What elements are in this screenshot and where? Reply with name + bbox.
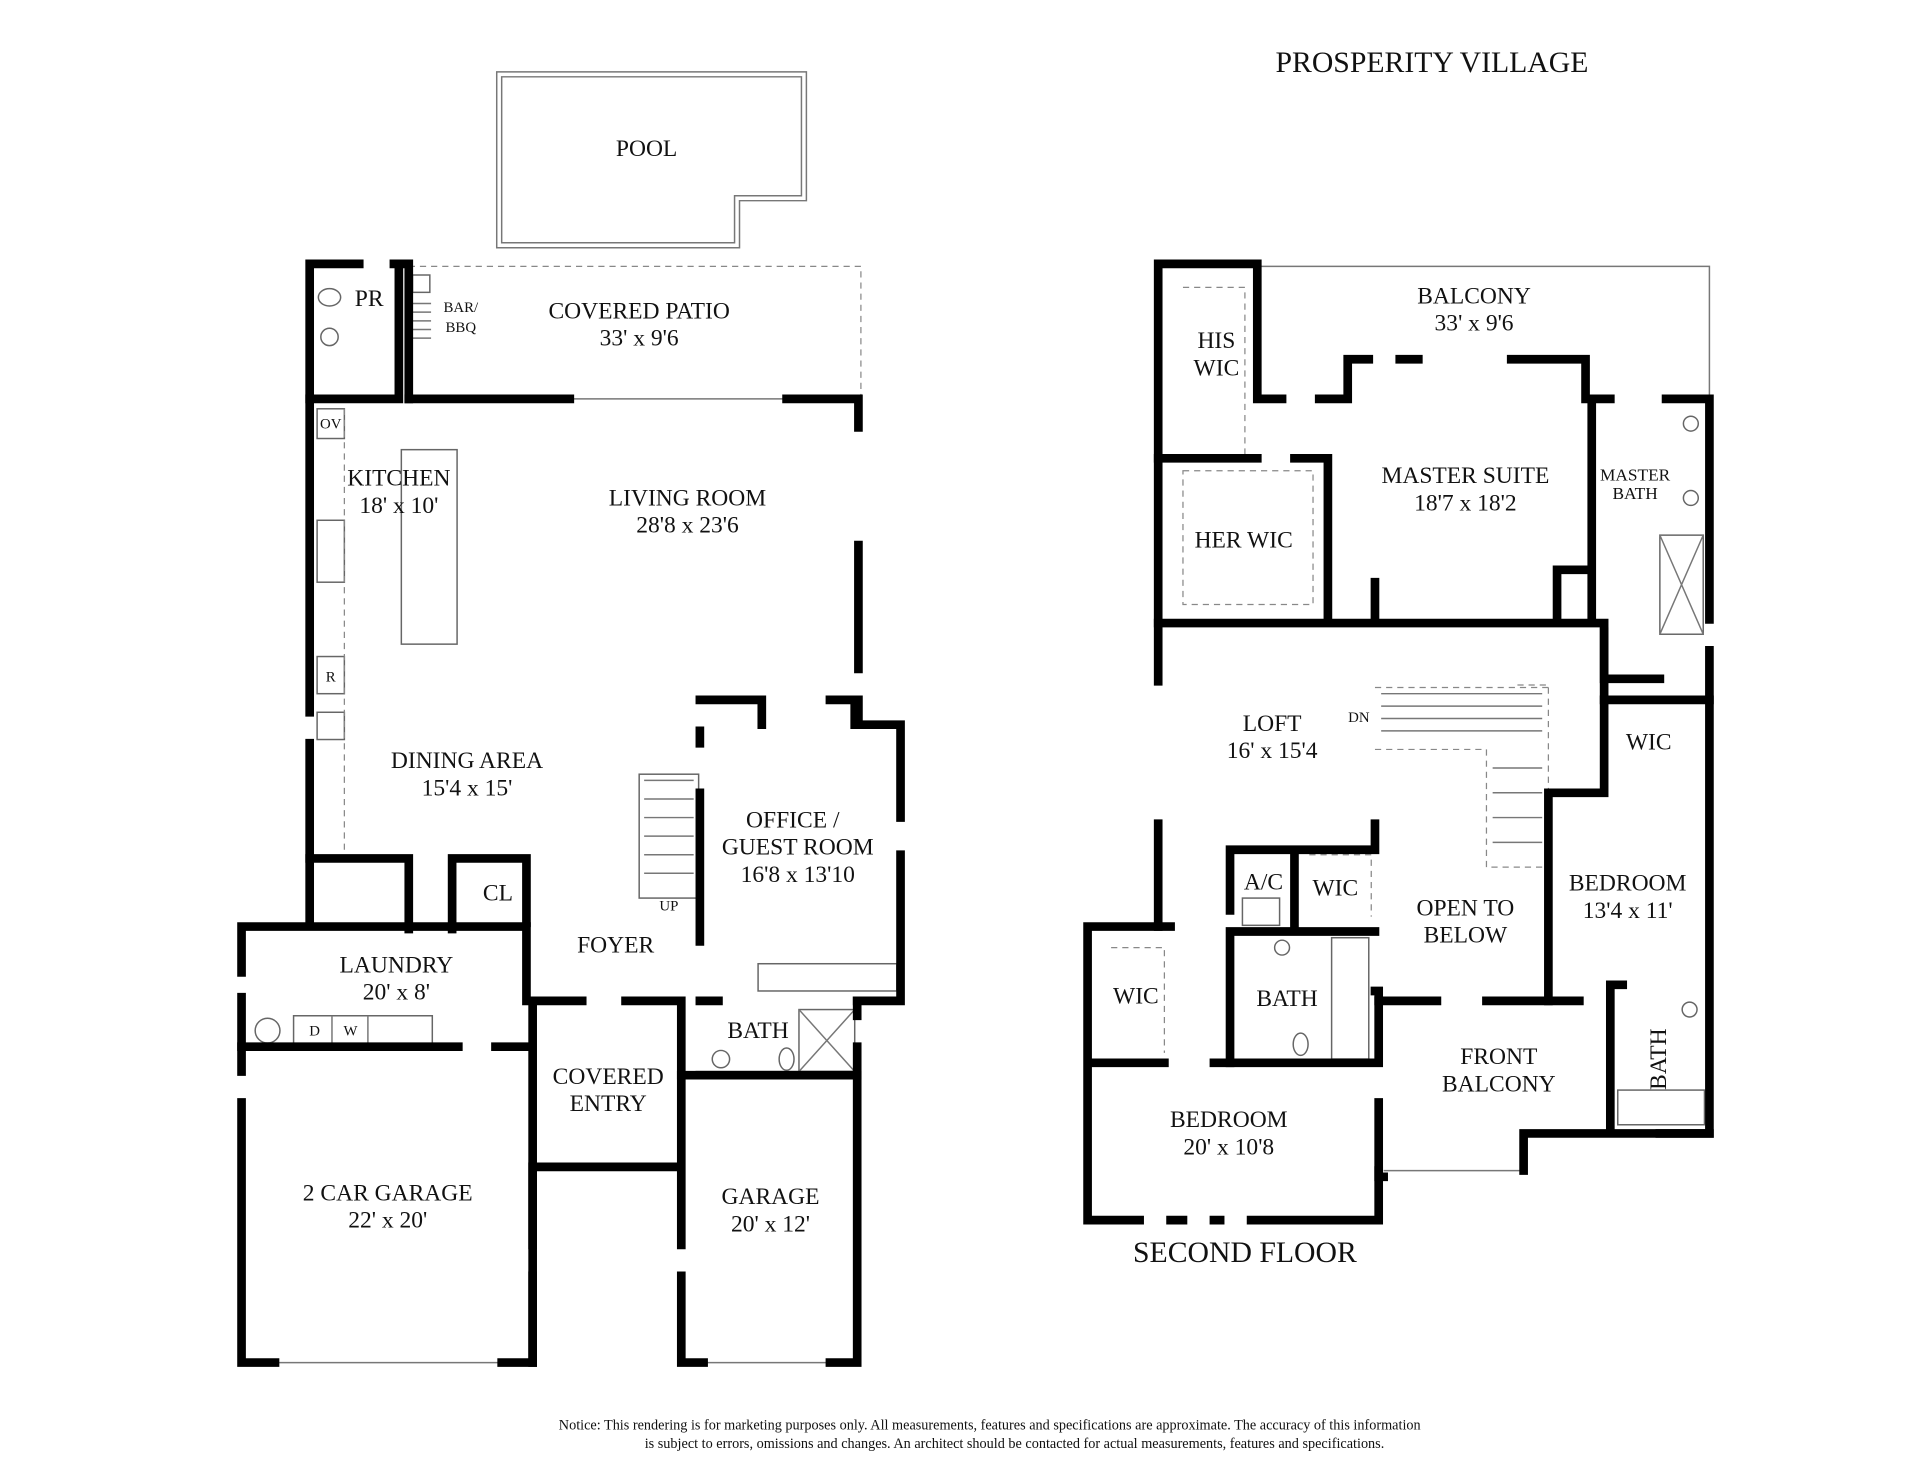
- wall-segment: [1153, 394, 1609, 705]
- second-floor: BALCONY 33' x 9'6 HIS WIC HER WIC MASTER…: [1113, 283, 1687, 1269]
- laundry-name: LAUNDRY: [340, 952, 454, 978]
- bedroom-left-name: BEDROOM: [1170, 1107, 1288, 1133]
- covered-patio-name: COVERED PATIO: [548, 298, 729, 324]
- bedroom-left-size: 20' x 10'8: [1183, 1134, 1274, 1160]
- front-balcony-2: BALCONY: [1442, 1071, 1556, 1097]
- master-suite-size: 18'7 x 18'2: [1414, 490, 1517, 516]
- stairs-up-label: UP: [659, 898, 678, 914]
- dining-area-name: DINING AREA: [391, 748, 543, 774]
- living-room-size: 28'8 x 23'6: [636, 513, 739, 539]
- master-bath-1: MASTER: [1600, 466, 1671, 485]
- wall-segment: [695, 996, 862, 1080]
- walls: [237, 259, 1714, 1367]
- oven-label: OV: [320, 417, 342, 433]
- wic-center-label: WIC: [1312, 876, 1358, 902]
- ac-label: A/C: [1244, 869, 1283, 895]
- wall-segment: [695, 695, 860, 946]
- living-room-name: LIVING ROOM: [609, 485, 767, 511]
- balcony-size: 33' x 9'6: [1435, 311, 1514, 337]
- balcony-name: BALCONY: [1417, 283, 1531, 309]
- powder-room-label: PR: [355, 286, 384, 312]
- wic-right-label: WIC: [1626, 729, 1672, 755]
- his-wic-1: HIS: [1197, 328, 1235, 354]
- bar-label: BAR/: [443, 300, 479, 316]
- washer-label: W: [344, 1024, 358, 1040]
- refrigerator-label: R: [326, 669, 336, 685]
- garage-size: 20' x 12': [731, 1211, 810, 1237]
- wall-segment: [305, 259, 414, 928]
- garage-name: GARAGE: [721, 1184, 819, 1210]
- wall-segment: [237, 922, 686, 1367]
- her-wic-label: HER WIC: [1195, 528, 1293, 554]
- bedroom-right-size: 13'4 x 11': [1583, 898, 1673, 924]
- master-bath-2: BATH: [1612, 484, 1657, 503]
- stairs-down-label: DN: [1348, 710, 1370, 726]
- bath-label: BATH: [727, 1018, 788, 1044]
- first-floor: POOL PR BAR/ BBQ COVERED PATIO 33' x 9'6…: [303, 136, 874, 1237]
- loft-name: LOFT: [1243, 711, 1302, 737]
- kitchen-name: KITCHEN: [347, 466, 450, 492]
- kitchen-size: 18' x 10': [359, 493, 438, 519]
- wall-segment: [1374, 980, 1714, 1182]
- office-size: 16'8 x 13'10: [741, 862, 855, 888]
- wall-segment: [1083, 922, 1384, 1225]
- closet-label: CL: [483, 881, 513, 907]
- open-to-below-2: BELOW: [1424, 923, 1508, 949]
- foyer-label: FOYER: [577, 933, 654, 959]
- wall-segment: [305, 259, 905, 1006]
- wic-left-label: WIC: [1113, 983, 1159, 1009]
- loft-size: 16' x 15'4: [1227, 738, 1318, 764]
- office-name-2: GUEST ROOM: [722, 835, 874, 861]
- covered-entry-2: ENTRY: [570, 1091, 647, 1117]
- office-name-1: OFFICE /: [746, 807, 840, 833]
- dining-area-size: 15'4 x 15': [422, 775, 513, 801]
- bedroom-right-name: BEDROOM: [1569, 871, 1687, 897]
- covered-patio-size: 33' x 9'6: [600, 326, 679, 352]
- his-wic-2: WIC: [1194, 355, 1240, 381]
- front-balcony-1: FRONT: [1460, 1044, 1537, 1070]
- two-car-garage-size: 22' x 20': [348, 1208, 427, 1234]
- bath-center-label: BATH: [1256, 986, 1317, 1012]
- pool-label: POOL: [616, 136, 677, 162]
- master-suite-name: MASTER SUITE: [1381, 463, 1549, 489]
- dryer-label: D: [309, 1024, 320, 1040]
- plan-title: PROSPERITY VILLAGE: [1276, 47, 1589, 79]
- two-car-garage-name: 2 CAR GARAGE: [303, 1180, 473, 1206]
- laundry-size: 20' x 8': [363, 980, 430, 1006]
- wall-segment: [1544, 627, 1714, 1006]
- notice-line-1: Notice: This rendering is for marketing …: [559, 1417, 1421, 1433]
- bbq-label: BBQ: [446, 320, 477, 336]
- open-to-below-1: OPEN TO: [1416, 895, 1514, 921]
- wall-segment: [1225, 819, 1380, 1068]
- wall-segment: [237, 1042, 862, 1367]
- second-floor-label: SECOND FLOOR: [1133, 1237, 1357, 1269]
- wall-segment: [305, 854, 531, 934]
- covered-entry-1: COVERED: [553, 1064, 664, 1090]
- fixtures: [254, 265, 1711, 1364]
- bath-right-label: BATH: [1646, 1028, 1672, 1089]
- pool: [495, 71, 808, 249]
- notice-line-2: is subject to errors, omissions and chan…: [645, 1436, 1385, 1452]
